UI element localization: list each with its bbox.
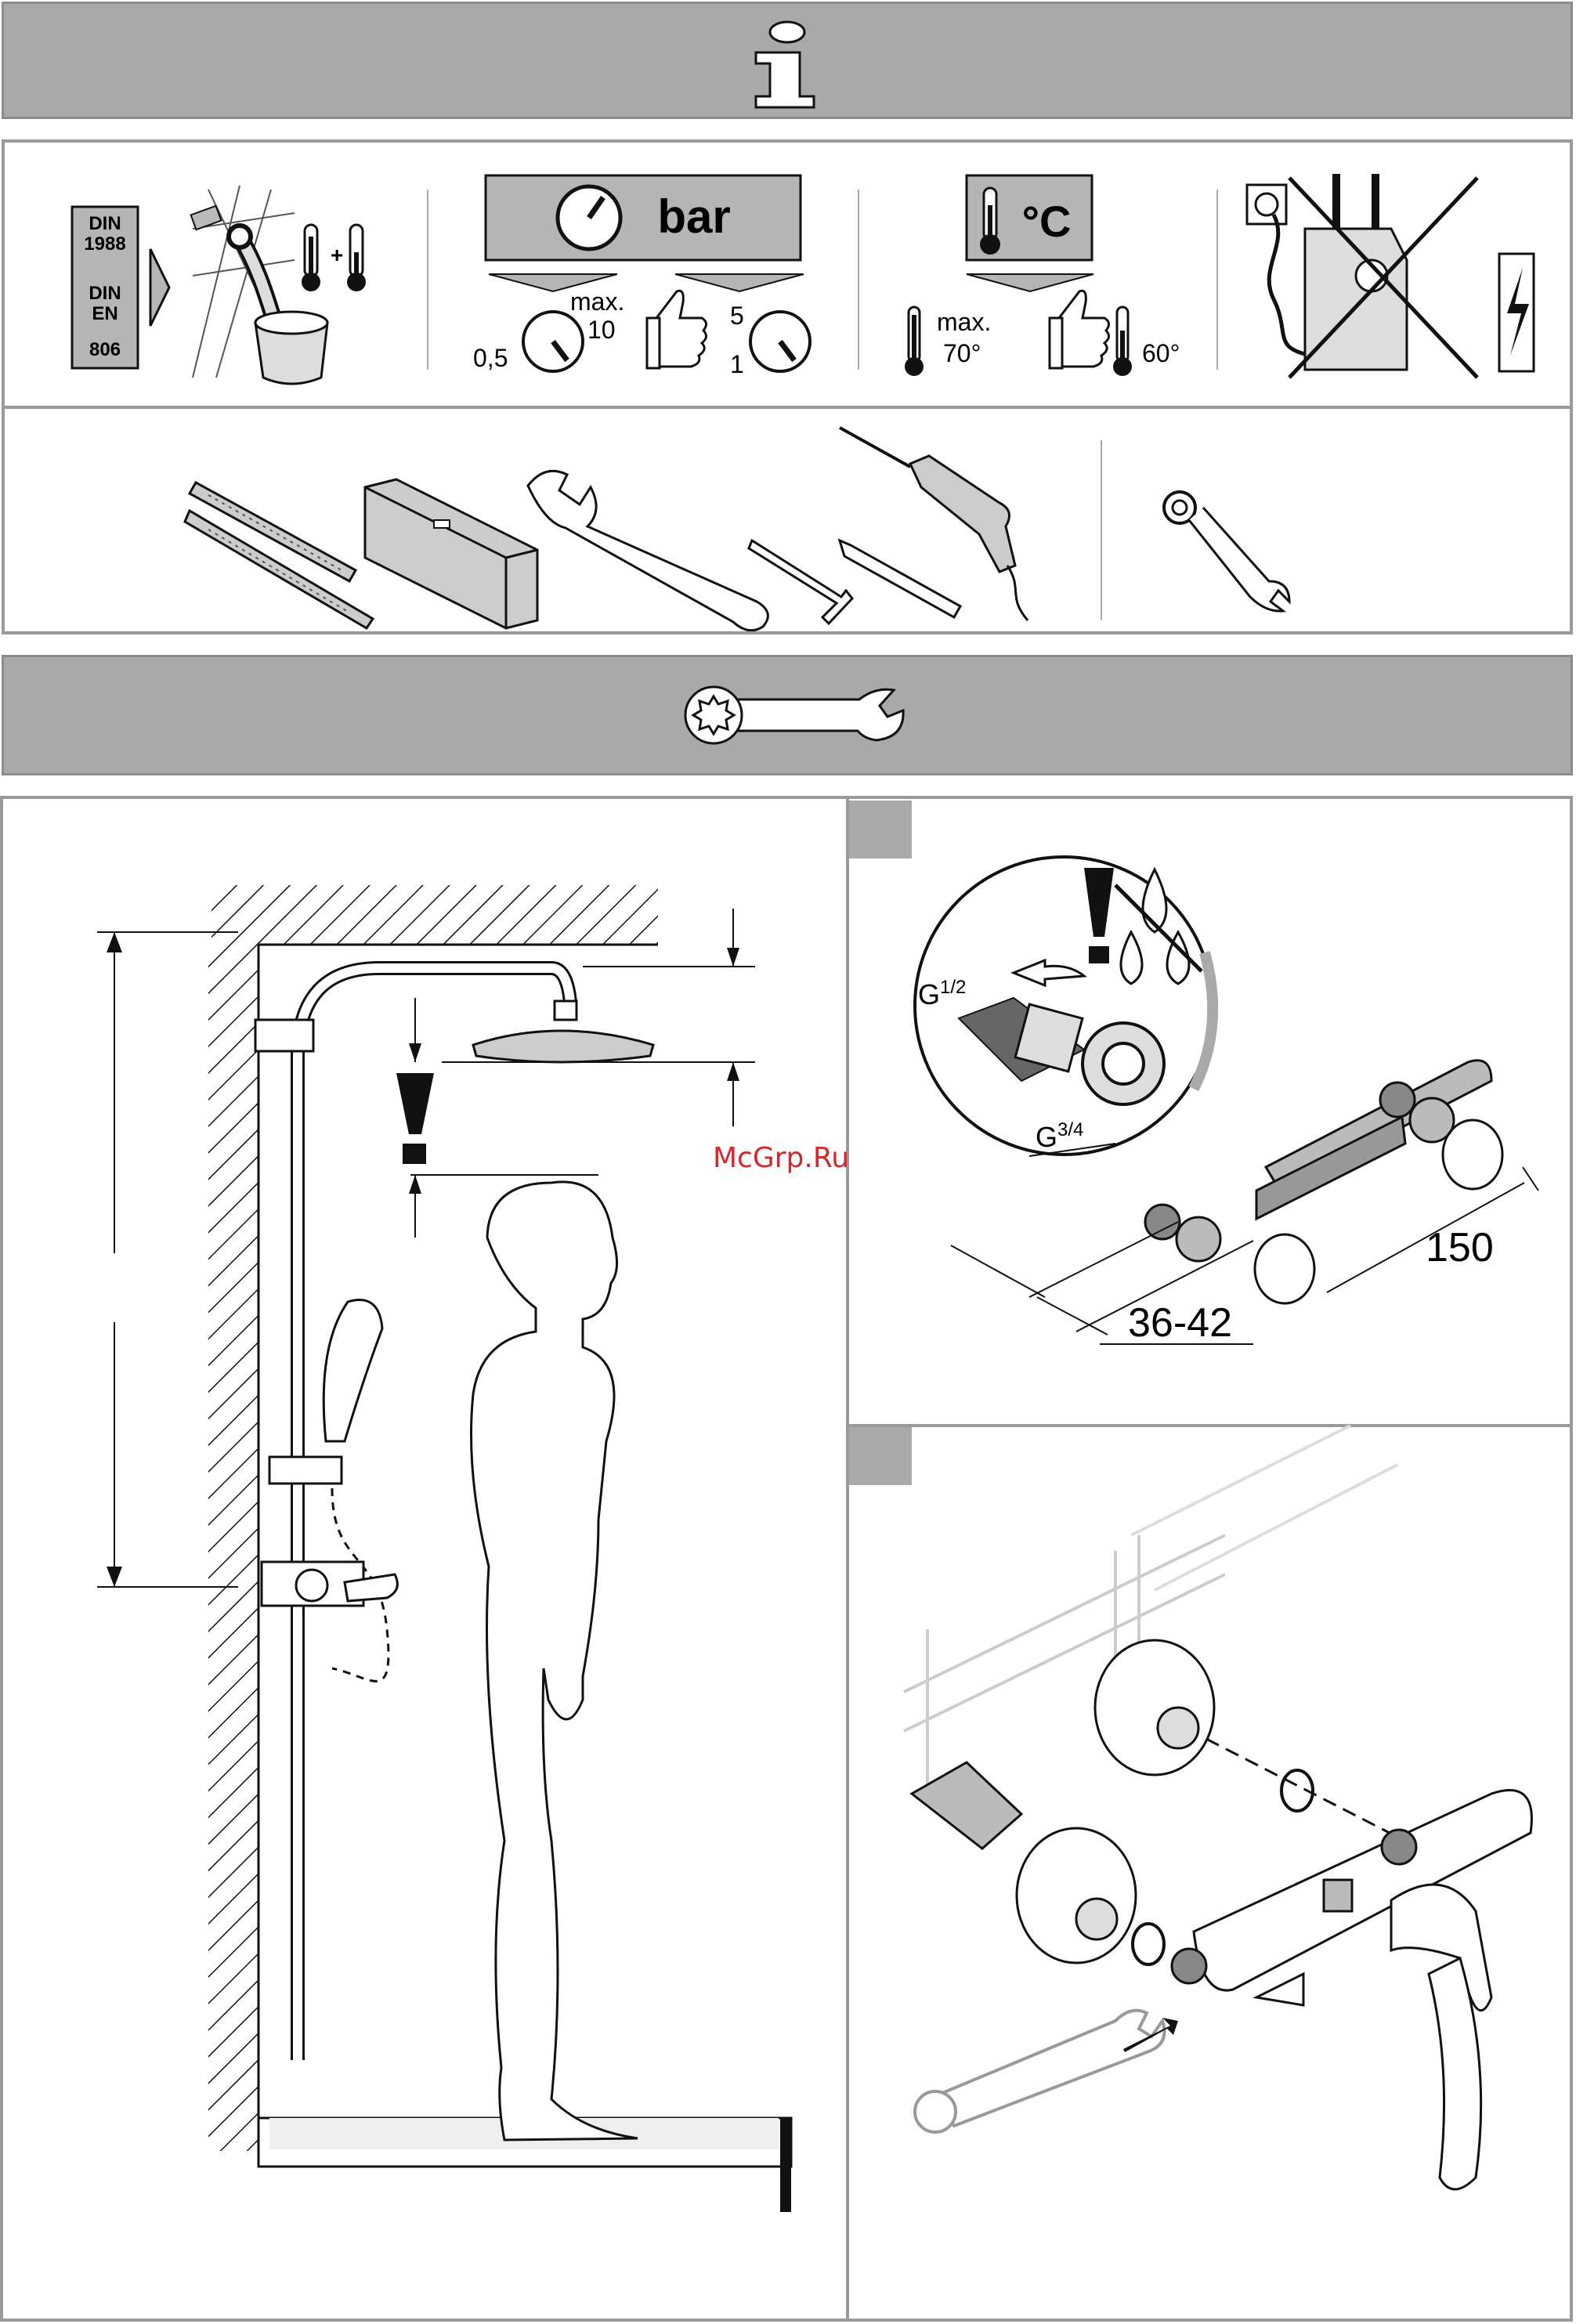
ring-spanner-icon xyxy=(1164,492,1289,611)
ring-spanner-icon xyxy=(927,2011,1165,2126)
tools-row xyxy=(185,428,1289,631)
pressure-max-label: max. xyxy=(570,287,624,316)
thermometer-rec-icon xyxy=(1113,307,1132,376)
thumbs-up-icon xyxy=(647,291,707,368)
step-2-marker xyxy=(849,1427,912,1485)
temperature-unit: °C xyxy=(1022,197,1072,246)
ring-spanner-icon xyxy=(679,676,906,754)
pressure-max-value: 10 xyxy=(587,316,616,344)
spirit-level-icon xyxy=(365,479,537,628)
hand-shower-icon xyxy=(324,1300,382,1441)
info-header-band xyxy=(2,2,1573,119)
pencil-icon xyxy=(840,540,960,617)
pressure-rec-high: 5 xyxy=(730,302,744,330)
info-icon xyxy=(740,15,834,109)
din-standard-box: DIN 1988 DIN EN 806 xyxy=(72,207,169,368)
flush-pipes-icon: + xyxy=(191,186,366,384)
dimension-offset: 36-42 xyxy=(1128,1300,1232,1346)
thermometer-max-icon xyxy=(905,307,924,376)
svg-text:+: + xyxy=(331,243,343,267)
din-label-2: DIN xyxy=(89,283,121,304)
watermark-text: McGrp.Ru xyxy=(713,1142,849,1174)
pressure-min-value: 0,5 xyxy=(473,344,508,372)
dimension-spacing: 150 xyxy=(1426,1225,1494,1270)
thread-label-small: G xyxy=(918,978,940,1010)
thread-frac-small: 1/2 xyxy=(940,977,966,998)
thermometer-cold-icon xyxy=(347,225,366,291)
installation-header-band xyxy=(2,655,1573,775)
requirements-panel: DIN 1988 DIN EN 806 + xyxy=(2,139,1573,634)
installation-panel: G 1/2 G 3/4 150 36-42 xyxy=(0,796,1573,2322)
din-label-1: DIN xyxy=(89,213,121,234)
step-1-marker xyxy=(849,801,912,858)
shower-overview-diagram xyxy=(97,885,791,2212)
pressure-gauge-icon xyxy=(558,186,620,249)
no-electric-heater-icon xyxy=(1247,174,1534,378)
temperature-rec-value: 60° xyxy=(1142,339,1180,367)
pressure-rec-low: 1 xyxy=(730,350,744,378)
standard-number-806: 806 xyxy=(89,339,121,360)
temperature-max-label: max. xyxy=(937,308,991,336)
figure-2-mounting xyxy=(904,1426,1531,2189)
thermometer-hot-icon xyxy=(302,225,320,291)
pressure-section: bar max. 10 0,5 5 1 xyxy=(473,175,810,378)
temperature-section: °C max. 70° 60° xyxy=(905,175,1180,376)
folding-rule-icon xyxy=(185,483,373,628)
warning-exclamation-icon xyxy=(396,1073,434,1164)
shower-head-icon xyxy=(473,1031,653,1062)
adjustable-wrench-icon xyxy=(528,471,768,630)
en-label: EN xyxy=(92,303,117,324)
temperature-max-value: 70° xyxy=(943,339,981,367)
thumbs-up-temp-icon xyxy=(1050,291,1109,368)
thread-label-large: G xyxy=(1036,1121,1057,1153)
pressure-unit: bar xyxy=(657,190,730,243)
thread-frac-large: 3/4 xyxy=(1057,1119,1083,1140)
person-silhouette-icon xyxy=(472,1182,638,2140)
figure-1-connectors: G 1/2 G 3/4 150 36-42 xyxy=(915,857,1538,1346)
din-number-1988: 1988 xyxy=(84,233,125,255)
